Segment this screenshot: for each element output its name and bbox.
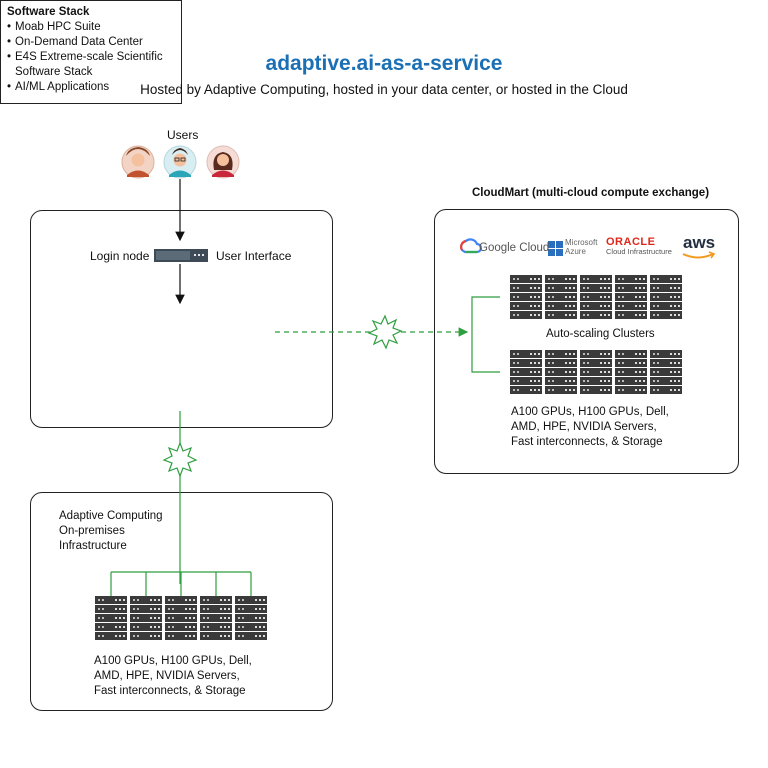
hardware-line: Fast interconnects, & Storage (511, 436, 663, 448)
hardware-line: A100 GPUs, H100 GPUs, Dell, (94, 655, 252, 667)
list-item: Moab HPC Suite (7, 20, 175, 35)
onprem-hardware-text: A100 GPUs, H100 GPUs, Dell, AMD, HPE, NV… (94, 654, 252, 699)
aws-logo: aws (683, 233, 716, 252)
software-stack-heading: Software Stack (7, 6, 90, 18)
onprem-title-line: Adaptive Computing (59, 510, 163, 522)
user-man-glasses-icon (163, 145, 197, 179)
cloud-server-racks-bottom (510, 350, 682, 394)
oracle-text: ORACLE (606, 236, 656, 248)
hardware-line: AMD, HPE, NVIDIA Servers, (94, 670, 240, 682)
hardware-line: Fast interconnects, & Storage (94, 685, 246, 697)
oracle-sub-text: Cloud Infrastructure (606, 247, 672, 256)
onprem-title: Adaptive Computing On-premises Infrastru… (59, 509, 163, 554)
login-node-server-icon (154, 249, 208, 262)
cloudmart-box (434, 209, 739, 474)
list-item: E4S Extreme-scale Scientific Software St… (7, 50, 175, 80)
oracle-logo: ORACLE Cloud Infrastructure (606, 237, 672, 257)
user-interface-label: User Interface (216, 249, 292, 263)
google-cloud-icon (460, 238, 483, 254)
page-subtitle: Hosted by Adaptive Computing, hosted in … (140, 82, 628, 97)
onprem-server-racks (95, 596, 267, 640)
auto-scaling-clusters-label: Auto-scaling Clusters (546, 328, 655, 340)
hosted-environment-box (30, 210, 333, 428)
users-label: Users (167, 128, 199, 142)
software-stack-list: Moab HPC Suite On-Demand Data Center E4S… (7, 20, 175, 95)
aws-smile-icon (682, 251, 716, 259)
connection-burst-icon (162, 441, 198, 478)
onprem-title-line: Infrastructure (59, 540, 127, 552)
user-man-icon (121, 145, 155, 179)
cloud-hardware-text: A100 GPUs, H100 GPUs, Dell, AMD, HPE, NV… (511, 405, 669, 450)
hardware-line: AMD, HPE, NVIDIA Servers, (511, 421, 657, 433)
page-title: adaptive.ai-as-a-service (265, 52, 503, 75)
list-item: AI/ML Applications (7, 80, 175, 95)
microsoft-text: Microsoft (565, 238, 598, 247)
cloud-server-racks-top (510, 275, 682, 319)
connection-burst-icon (367, 314, 403, 350)
login-node-label: Login node (90, 249, 150, 263)
list-item: On-Demand Data Center (7, 35, 175, 50)
hardware-line: A100 GPUs, H100 GPUs, Dell, (511, 406, 669, 418)
software-stack-box: Software Stack Moab HPC Suite On-Demand … (0, 0, 182, 104)
microsoft-azure-icon (548, 241, 563, 256)
microsoft-label: Microsoft Azure (565, 238, 597, 256)
azure-text: Azure (565, 247, 586, 256)
google-cloud-label: Google Cloud (479, 242, 550, 254)
onprem-title-line: On-premises (59, 525, 125, 537)
user-woman-icon (206, 145, 240, 179)
cloudmart-title: CloudMart (multi-cloud compute exchange) (472, 187, 710, 199)
